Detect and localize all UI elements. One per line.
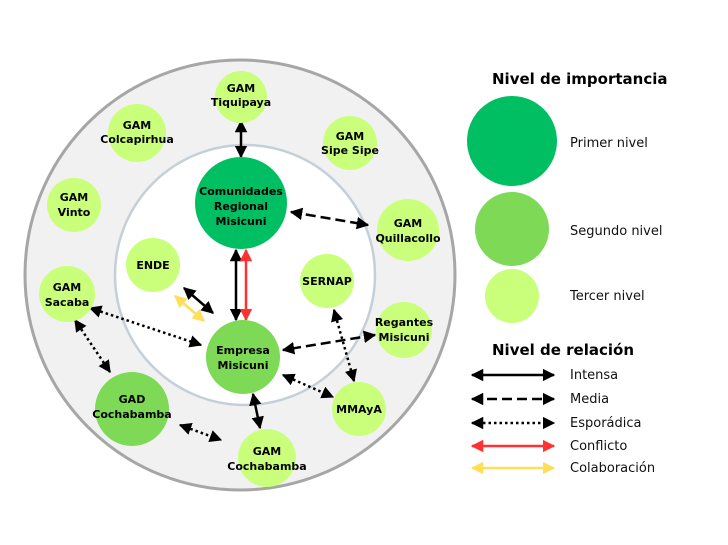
edge-empresa-gamcochabamba <box>249 392 264 430</box>
legend-segundo-swatch <box>475 192 549 266</box>
svg-text:Colcapirhua: Colcapirhua <box>100 133 174 146</box>
nodes: GAM Tiquipaya GAM Colcapirhua GAM Sipe S… <box>39 71 441 487</box>
node-gam-vinto: GAM Vinto <box>47 178 101 232</box>
legend-importance: Nivel de importancia Primer nivel Segund… <box>467 70 667 323</box>
svg-text:Cochabamba: Cochabamba <box>227 460 306 473</box>
svg-text:GAM: GAM <box>60 191 89 204</box>
node-ende: ENDE <box>126 238 180 292</box>
svg-text:Sacaba: Sacaba <box>45 296 90 309</box>
svg-text:Regantes: Regantes <box>375 316 434 329</box>
svg-text:GAM: GAM <box>123 119 152 132</box>
svg-text:Vinto: Vinto <box>58 206 91 219</box>
node-mmaya: MMAyA <box>332 382 386 436</box>
edge-gad-gamcochabamba <box>178 422 223 443</box>
legend-intensa-label: Intensa <box>570 368 618 383</box>
svg-text:GAM: GAM <box>394 217 423 230</box>
svg-text:GAM: GAM <box>53 281 82 294</box>
node-regantes: Regantes Misicuni <box>375 302 434 358</box>
node-gam-tiquipaya: GAM Tiquipaya <box>211 71 271 123</box>
node-sernap: SERNAP <box>300 254 354 308</box>
node-empresa: Empresa Misicuni <box>206 320 280 394</box>
node-gad-cochabamba: GAD Cochabamba <box>92 372 172 446</box>
legend-primer-swatch <box>467 96 557 186</box>
node-gam-sacaba: GAM Sacaba <box>39 266 95 322</box>
svg-text:ENDE: ENDE <box>136 259 169 272</box>
svg-text:GAM: GAM <box>336 130 365 143</box>
legend-colaboracion-label: Colaboración <box>570 461 655 476</box>
svg-text:Misicuni: Misicuni <box>379 331 430 344</box>
edge-sernap-mmaya <box>331 308 357 383</box>
node-gam-quillacollo: GAM Quillacollo <box>375 199 441 261</box>
legend-primer-label: Primer nivel <box>570 136 648 151</box>
legend-relations: Nivel de relación Intensa Media Esporádi… <box>470 341 655 476</box>
svg-text:Sipe Sipe: Sipe Sipe <box>321 144 379 157</box>
edge-empresa-mmaya <box>281 373 335 399</box>
svg-text:Tiquipaya: Tiquipaya <box>211 96 271 109</box>
node-comunidades: Comunidades Regional Misicuni <box>195 157 287 249</box>
svg-text:GAM: GAM <box>227 82 256 95</box>
svg-text:Misicuni: Misicuni <box>218 359 269 372</box>
svg-text:Cochabamba: Cochabamba <box>92 408 171 421</box>
legend-tercer-swatch <box>485 269 539 323</box>
legend-segundo-label: Segundo nivel <box>570 224 662 239</box>
svg-text:GAD: GAD <box>119 393 146 406</box>
legend-importance-title: Nivel de importancia <box>492 70 667 88</box>
legend-esporadica-label: Esporádica <box>570 416 641 431</box>
svg-text:Misicuni: Misicuni <box>216 215 267 228</box>
svg-text:Empresa: Empresa <box>216 344 270 357</box>
svg-text:SERNAP: SERNAP <box>302 275 352 288</box>
svg-text:Quillacollo: Quillacollo <box>375 232 441 245</box>
legend-media-label: Media <box>570 392 609 407</box>
node-gam-sipe-sipe: GAM Sipe Sipe <box>321 116 379 170</box>
relations <box>73 119 377 443</box>
node-gam-colcapirhua: GAM Colcapirhua <box>100 104 174 162</box>
node-gam-cochabamba: GAM Cochabamba <box>227 429 307 487</box>
legend-tercer-label: Tercer nivel <box>569 289 645 304</box>
edge-regantes-empresa <box>281 330 377 355</box>
svg-text:Regional: Regional <box>214 200 268 213</box>
svg-text:GAM: GAM <box>253 445 282 458</box>
svg-text:MMAyA: MMAyA <box>336 403 382 416</box>
edge-comunidades-quillacollo <box>289 207 370 230</box>
svg-text:Comunidades: Comunidades <box>199 185 283 198</box>
legend-conflicto-label: Conflicto <box>570 439 627 454</box>
legend-relations-title: Nivel de relación <box>492 341 634 359</box>
